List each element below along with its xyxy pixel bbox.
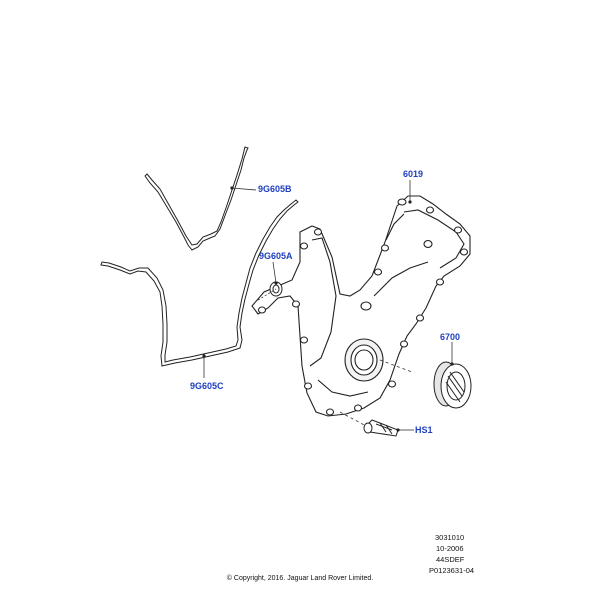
callout-9g605a[interactable]: 9G605A — [259, 251, 293, 261]
callout-9g605b[interactable]: 9G605B — [258, 184, 292, 194]
crankshaft-seal-6700 — [433, 361, 472, 409]
bolt-hs1 — [363, 419, 399, 437]
reference-date: 10-2006 — [436, 544, 464, 553]
leader-9g605a — [272, 261, 277, 284]
gasket-9g605b — [144, 146, 249, 251]
reference-code: 3031010 — [435, 533, 465, 542]
copyright-notice: © Copyright, 2016. Jaguar Land Rover Lim… — [226, 575, 374, 582]
reference-variant: 44SDEF — [436, 555, 465, 564]
gasket-9g605c — [100, 199, 299, 367]
leader-lines — [203, 180, 453, 431]
callout-hs1[interactable]: HS1 — [415, 425, 433, 435]
callout-9g605c[interactable]: 9G605C — [190, 381, 224, 391]
axis-bolt — [339, 411, 367, 427]
axis-seal — [257, 288, 277, 301]
timing-cover-6019 — [251, 195, 471, 417]
leader-9g605b — [231, 187, 257, 191]
illustration-id: P0123631-04 — [429, 566, 475, 575]
leader-dot-icon — [202, 186, 454, 432]
callout-6700[interactable]: 6700 — [440, 332, 461, 342]
callout-6019[interactable]: 6019 — [403, 169, 424, 179]
